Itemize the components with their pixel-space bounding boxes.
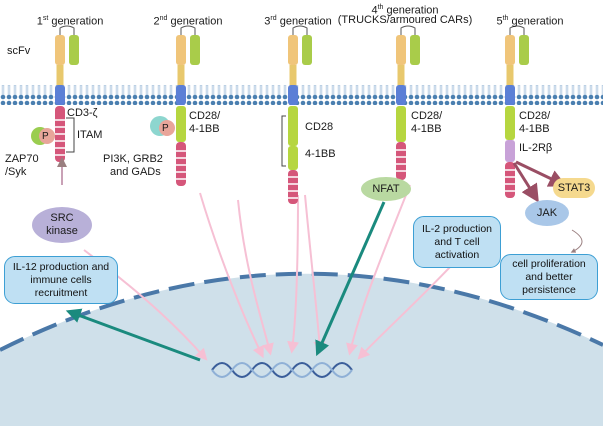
label-il2rb: IL-2Rβ [519, 142, 553, 154]
4-1bb-domain [288, 146, 298, 170]
il2rb-domain [505, 140, 515, 162]
phosphate-circle [159, 120, 175, 136]
costimulatory-domain [396, 106, 406, 142]
label-jak: JAK [536, 207, 558, 219]
label-cd28-41bb-gen2-a: CD28/ [189, 110, 221, 122]
scfv-heavy-chain [176, 35, 186, 65]
src-kinase [32, 207, 92, 243]
cd3-zeta-domain [176, 142, 186, 186]
label-cd28-41bb-gen5-a: CD28/ [519, 110, 551, 122]
label-pi3k: PI3K, GRB2 [103, 153, 163, 165]
scfv-heavy-chain [288, 35, 298, 65]
hinge [289, 65, 297, 87]
label-phosphate-1: P [42, 131, 49, 142]
label-cd3-zeta: CD3-ζ [67, 107, 98, 119]
transmembrane-domain [55, 85, 65, 105]
cd3-zeta-domain [505, 162, 515, 198]
nfat-molecule [361, 177, 411, 201]
cell-membrane [0, 85, 603, 105]
header-gen3: 3rd generation [264, 15, 332, 28]
hinge [56, 65, 64, 87]
box-cell-proliferation: cell proliferation and better persistenc… [500, 254, 598, 300]
header-gen5: 5th generation [496, 15, 564, 28]
scfv-heavy-chain [55, 35, 65, 65]
scfv-light-chain [69, 35, 79, 65]
hinge [177, 65, 185, 87]
label-kinase: kinase [46, 225, 78, 237]
label-nfat: NFAT [372, 183, 400, 195]
scfv-heavy-chain [396, 35, 406, 65]
cd3-zeta-domain [288, 170, 298, 204]
label-gads: and GADs [110, 166, 161, 178]
transmembrane-domain [176, 85, 186, 105]
phosphate-circle [39, 128, 55, 144]
label-syk: /Syk [5, 166, 27, 178]
header-gen4-sub: (TRUCKS/armoured CARs) [337, 14, 473, 26]
receptor-gen2 [150, 25, 200, 186]
label-cd28-41bb-gen4-a: CD28/ [411, 110, 443, 122]
costimulatory-domain [176, 106, 186, 142]
label-zap70: ZAP70 [5, 153, 39, 165]
stat3-molecule [553, 178, 595, 198]
scfv-light-chain [190, 35, 200, 65]
scfv-light-chain [410, 35, 420, 65]
nucleus [0, 271, 603, 426]
hinge [397, 65, 405, 87]
receptor-gen5 [505, 25, 595, 253]
cd28-domain [288, 106, 298, 146]
transmembrane-domain [505, 85, 515, 105]
transmembrane-domain [288, 85, 298, 105]
label-itam: ITAM [77, 129, 103, 141]
label-scfv: scFv [7, 45, 31, 57]
costimulatory-domain [505, 106, 515, 140]
label-cd28-41bb-gen2-b: 4-1BB [189, 123, 220, 135]
label-cd28-gen3: CD28 [305, 121, 334, 133]
jak-molecule [525, 200, 569, 226]
label-41bb-gen3: 4-1BB [305, 148, 336, 160]
receptor-gen4 [361, 25, 420, 201]
label-phosphate-2: P [162, 123, 169, 134]
box-il2-production: IL-2 production and T cell activation [413, 216, 501, 268]
teal-arrows [65, 201, 386, 362]
label-cd28-41bb-gen4-b: 4-1BB [411, 123, 442, 135]
cd3-zeta-domain [396, 142, 406, 180]
scfv-heavy-chain [505, 35, 515, 65]
label-stat3: STAT3 [557, 182, 591, 194]
box-il12-production: IL-12 production and immune cells recrui… [4, 256, 118, 304]
label-cd28-41bb-gen5-b: 4-1BB [519, 123, 550, 135]
header-gen4: 4th generation [371, 4, 439, 17]
receptor-gen3 [281, 25, 312, 204]
receptor-gen1 [31, 25, 92, 243]
label-src: SRC [50, 212, 74, 224]
header-gen2: 2nd generation [153, 15, 223, 28]
header-gen1: 1st generation [36, 15, 104, 28]
scfv-light-chain [302, 35, 312, 65]
scfv-light-chain [519, 35, 529, 65]
hinge [506, 65, 514, 87]
transmembrane-domain [396, 85, 406, 105]
dna-helix [211, 362, 353, 378]
